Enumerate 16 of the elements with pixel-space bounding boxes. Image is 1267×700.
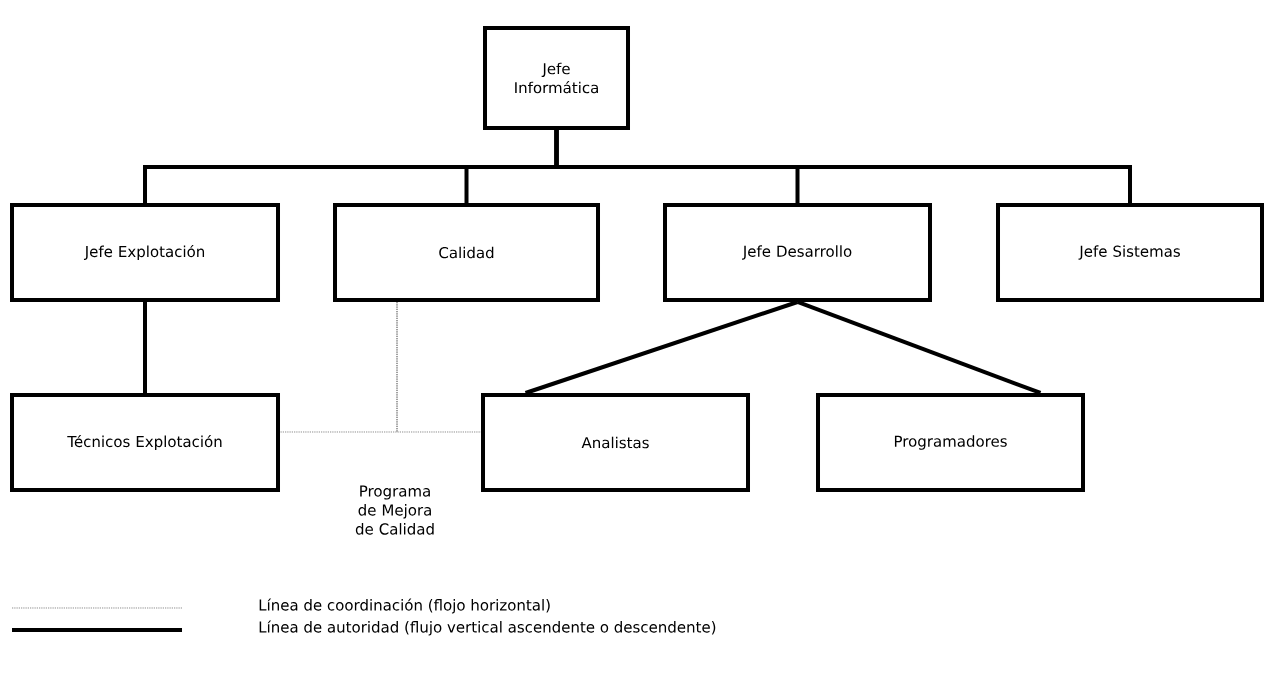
org-box: Jefe Informática <box>483 26 630 130</box>
org-box: Técnicos Explotación <box>10 393 280 492</box>
connector-line <box>796 300 1042 395</box>
connector-line <box>143 302 147 393</box>
connector-line <box>396 301 482 433</box>
legend-text: Línea de coordinación (flojo horizontal) <box>259 598 550 614</box>
org-box: Jefe Desarrollo <box>663 203 932 302</box>
org-box: Programadores <box>816 393 1085 492</box>
org-box: Jefe Sistemas <box>996 203 1264 302</box>
connector-line <box>554 130 1132 203</box>
org-box: Jefe Explotación <box>10 203 280 302</box>
connector-line <box>524 300 799 395</box>
org-box: Analistas <box>481 393 750 492</box>
note-text: Programa de Mejora de Calidad <box>355 485 434 535</box>
org-box: Calidad <box>333 203 600 302</box>
legend-text: Línea de autoridad (flujo vertical ascendente o descendente) <box>259 620 716 636</box>
